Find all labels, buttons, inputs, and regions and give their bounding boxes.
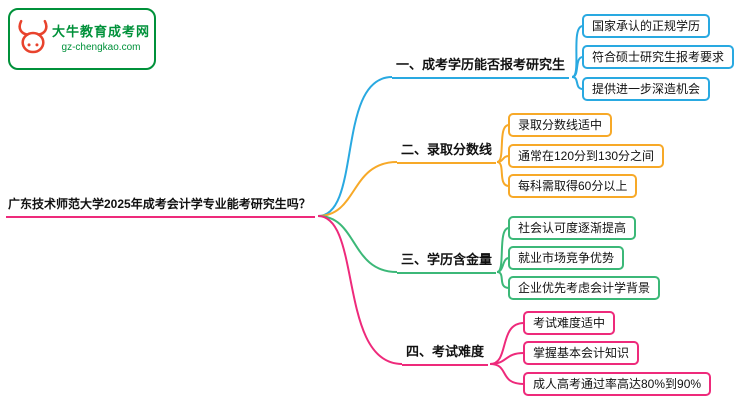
root-topic: 广东技术师范大学2025年成考会计学专业能考研究生吗？ bbox=[6, 195, 315, 218]
branch4-item3-node: 成人高考通过率高达80%到90% bbox=[523, 372, 712, 396]
branch2-item2-node: 通常在120分到130分之间 bbox=[508, 144, 665, 168]
site-logo-text: 大牛教育成考网 gz-chengkao.com bbox=[52, 23, 150, 55]
branch4-label: 四、考试难度 bbox=[402, 343, 489, 366]
branch1-item1-node: 国家承认的正规学历 bbox=[582, 14, 711, 38]
branch1-item2-node: 符合硕士研究生报考要求 bbox=[582, 45, 735, 69]
branch3-item2-node: 就业市场竞争优势 bbox=[508, 246, 625, 270]
connector-branch2 bbox=[317, 161, 398, 217]
connector-branch1-item3 bbox=[571, 76, 584, 90]
connector-branch4-item3 bbox=[489, 363, 525, 385]
connector-branch3-item3 bbox=[496, 271, 510, 289]
branch2-label: 二、录取分数线 bbox=[397, 141, 497, 164]
branch2-item1-node: 录取分数线适中 bbox=[508, 113, 613, 137]
branch2-item3-node: 每科需取得60分以上 bbox=[508, 174, 638, 198]
branch3-item1-node: 社会认可度逐渐提高 bbox=[508, 216, 637, 240]
connector-branch3 bbox=[317, 215, 398, 273]
branch4-item1-node: 考试难度适中 bbox=[523, 311, 616, 335]
connector-branch2-item3 bbox=[496, 161, 510, 187]
connector-branch1 bbox=[317, 76, 393, 217]
site-url: gz-chengkao.com bbox=[61, 42, 141, 53]
branch4-item2-node: 掌握基本会计知识 bbox=[523, 341, 640, 365]
branch3-item3-node: 企业优先考虑会计学背景 bbox=[508, 276, 661, 300]
site-logo: 大牛教育成考网 gz-chengkao.com bbox=[8, 8, 156, 70]
branch3-label: 三、学历含金量 bbox=[397, 251, 497, 274]
branch1-label: 一、成考学历能否报考研究生 bbox=[392, 56, 570, 79]
site-name: 大牛教育成考网 bbox=[52, 24, 151, 39]
bull-logo-icon bbox=[14, 18, 52, 61]
connector-branch4 bbox=[317, 215, 403, 365]
branch1-item3-node: 提供进一步深造机会 bbox=[582, 77, 711, 101]
